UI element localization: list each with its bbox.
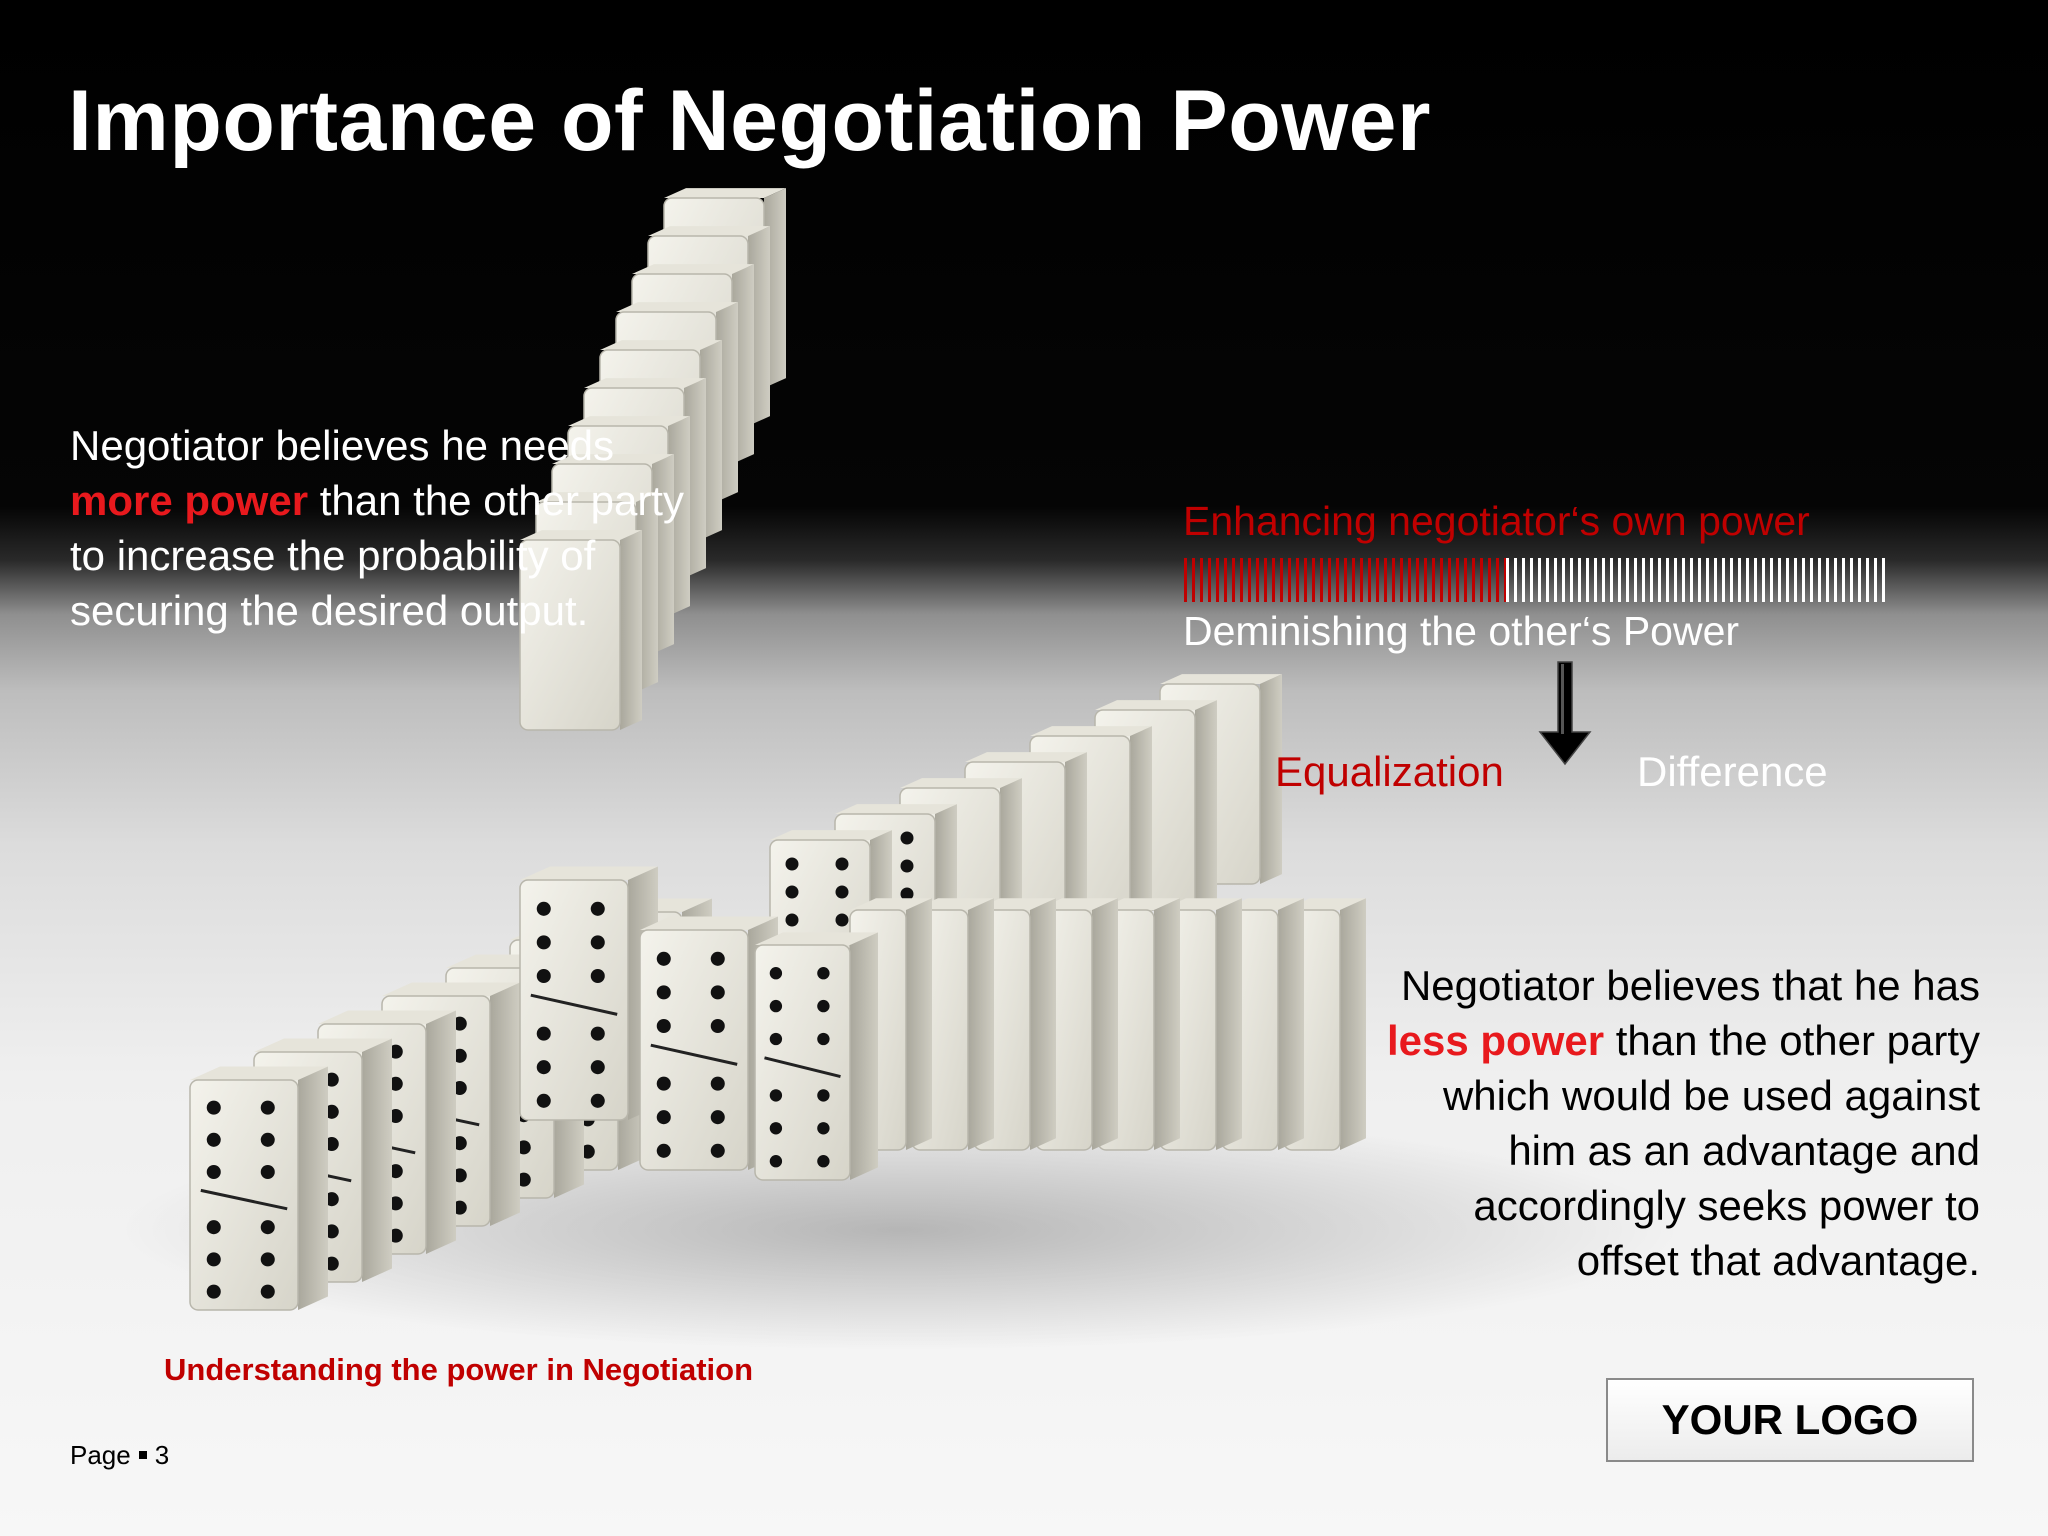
domino	[754, 932, 878, 1181]
more-power-text-start: Negotiator believes he needs	[70, 422, 615, 469]
more-power-text-end: than the other party to increase the pro…	[70, 477, 684, 634]
page-number-value: 3	[154, 1440, 170, 1470]
slide-caption: Understanding the power in Negotiation	[164, 1352, 753, 1387]
domino	[911, 898, 994, 1151]
diminishing-power-label: Deminishing the other‘s Power	[1183, 608, 1740, 654]
power-balance-bar	[1184, 558, 1894, 602]
power-balance-bar-red	[1184, 558, 1506, 602]
logo-text: YOUR LOGO	[1661, 1396, 1919, 1443]
less-power-text-end: than the other party which would be used…	[1442, 1017, 1980, 1284]
down-arrow-icon	[1538, 661, 1592, 766]
domino	[519, 866, 658, 1121]
page-number: Page 3	[70, 1440, 169, 1471]
domino	[189, 1066, 328, 1311]
more-power-emphasis: more power	[70, 477, 309, 524]
domino	[519, 530, 642, 731]
difference-label: Difference	[1637, 748, 1828, 795]
power-balance-bar-white	[1506, 558, 1890, 602]
less-power-emphasis: less power	[1386, 1017, 1605, 1064]
page-separator-icon	[138, 1450, 147, 1459]
slide-title: Importance of Negotiation Power	[68, 73, 1431, 169]
equalization-label: Equalization	[1275, 748, 1504, 795]
less-power-statement: Negotiator believes that he has less pow…	[1380, 958, 1980, 1288]
page-label: Page	[70, 1440, 131, 1470]
logo-placeholder: YOUR LOGO	[1606, 1378, 1974, 1462]
less-power-text-start: Negotiator believes that he has	[1400, 962, 1980, 1009]
enhancing-power-label: Enhancing negotiator‘s own power	[1183, 498, 1810, 544]
more-power-statement: Negotiator believes he needs more power …	[70, 418, 710, 638]
